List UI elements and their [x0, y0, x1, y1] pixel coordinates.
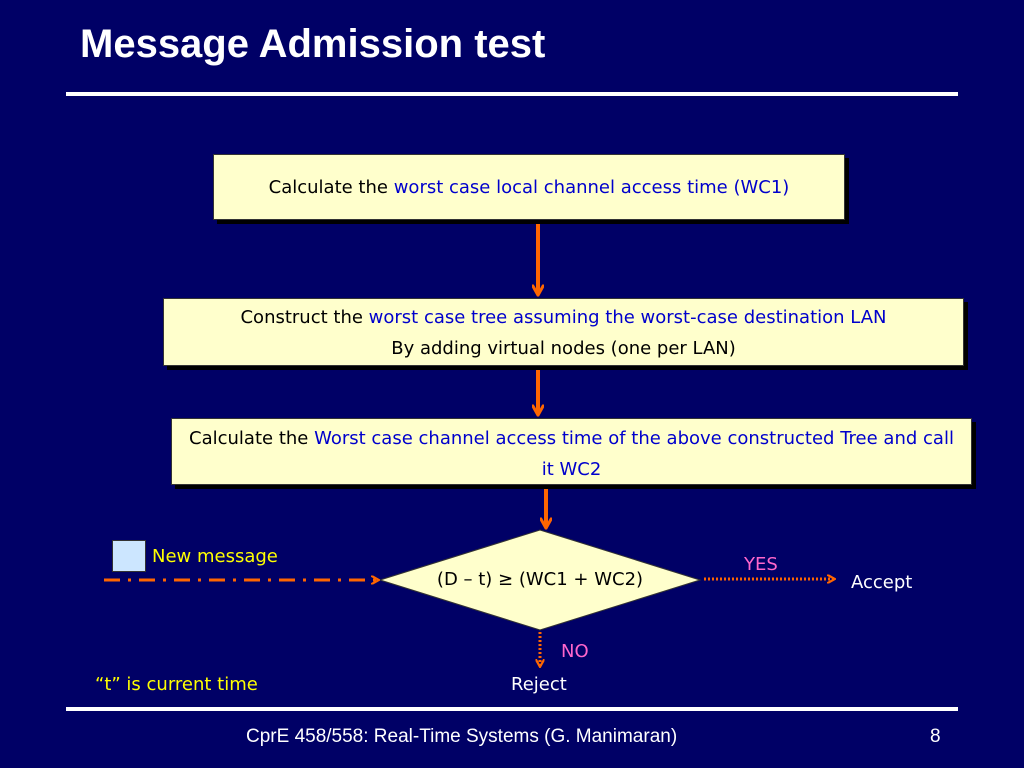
step-1-box: Calculate the worst case local channel a…: [213, 154, 845, 220]
new-message-label: New message: [152, 546, 278, 567]
step-3-highlight: Worst case channel access time of the ab…: [314, 428, 954, 480]
step-1-prefix: Calculate the: [268, 177, 394, 198]
step-2-line2: By adding virtual nodes (one per LAN): [391, 338, 736, 359]
footer-text: CprE 458/558: Real-Time Systems (G. Mani…: [246, 726, 678, 747]
step-3-prefix: Calculate the: [189, 428, 315, 449]
current-time-note: “t” is current time: [95, 674, 258, 695]
decision-diamond: [378, 529, 702, 631]
step-2-box: Construct the worst case tree assuming t…: [163, 298, 964, 366]
step-2-prefix: Construct the: [240, 307, 369, 328]
accept-label: Accept: [851, 572, 913, 593]
slide-title: Message Admission test: [80, 22, 546, 66]
title-divider: [66, 92, 958, 96]
new-message-swatch: [112, 540, 146, 572]
page-number: 8: [930, 726, 941, 747]
no-label: NO: [561, 641, 589, 662]
step-3-box: Calculate the Worst case channel access …: [171, 418, 972, 485]
yes-label: YES: [744, 554, 778, 575]
step-2-highlight: worst case tree assuming the worst-case …: [368, 307, 887, 328]
reject-label: Reject: [511, 674, 567, 695]
decision-condition: (D – t) ≥ (WC1 + WC2): [436, 569, 644, 590]
step-1-highlight: worst case local channel access time (WC…: [393, 177, 790, 198]
footer-divider: [66, 707, 958, 711]
